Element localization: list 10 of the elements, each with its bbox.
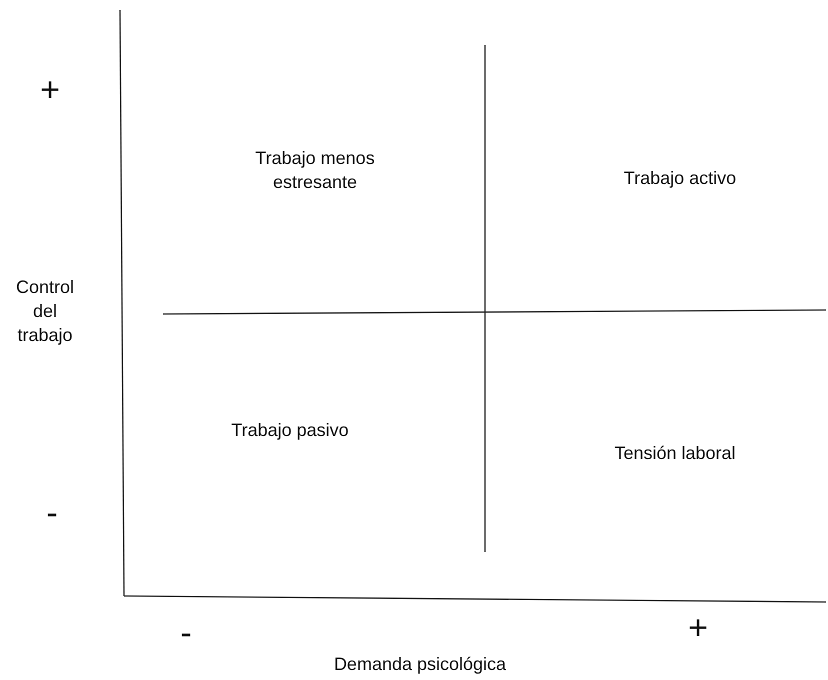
- axis-title: Control del trabajo: [14, 276, 76, 347]
- quadrant-label: Trabajo pasivo: [230, 419, 350, 442]
- axis-sign: -: [45, 495, 59, 531]
- axis-title: Demanda psicológica: [332, 653, 508, 676]
- quadrant-label: Trabajo menos estresante: [254, 147, 376, 194]
- axis-sign: +: [687, 610, 709, 646]
- axis-sign: +: [39, 72, 61, 108]
- quadrant-label: Trabajo activo: [622, 167, 738, 190]
- axis-sign: -: [179, 615, 193, 651]
- quadrant-label: Tensión laboral: [613, 442, 737, 465]
